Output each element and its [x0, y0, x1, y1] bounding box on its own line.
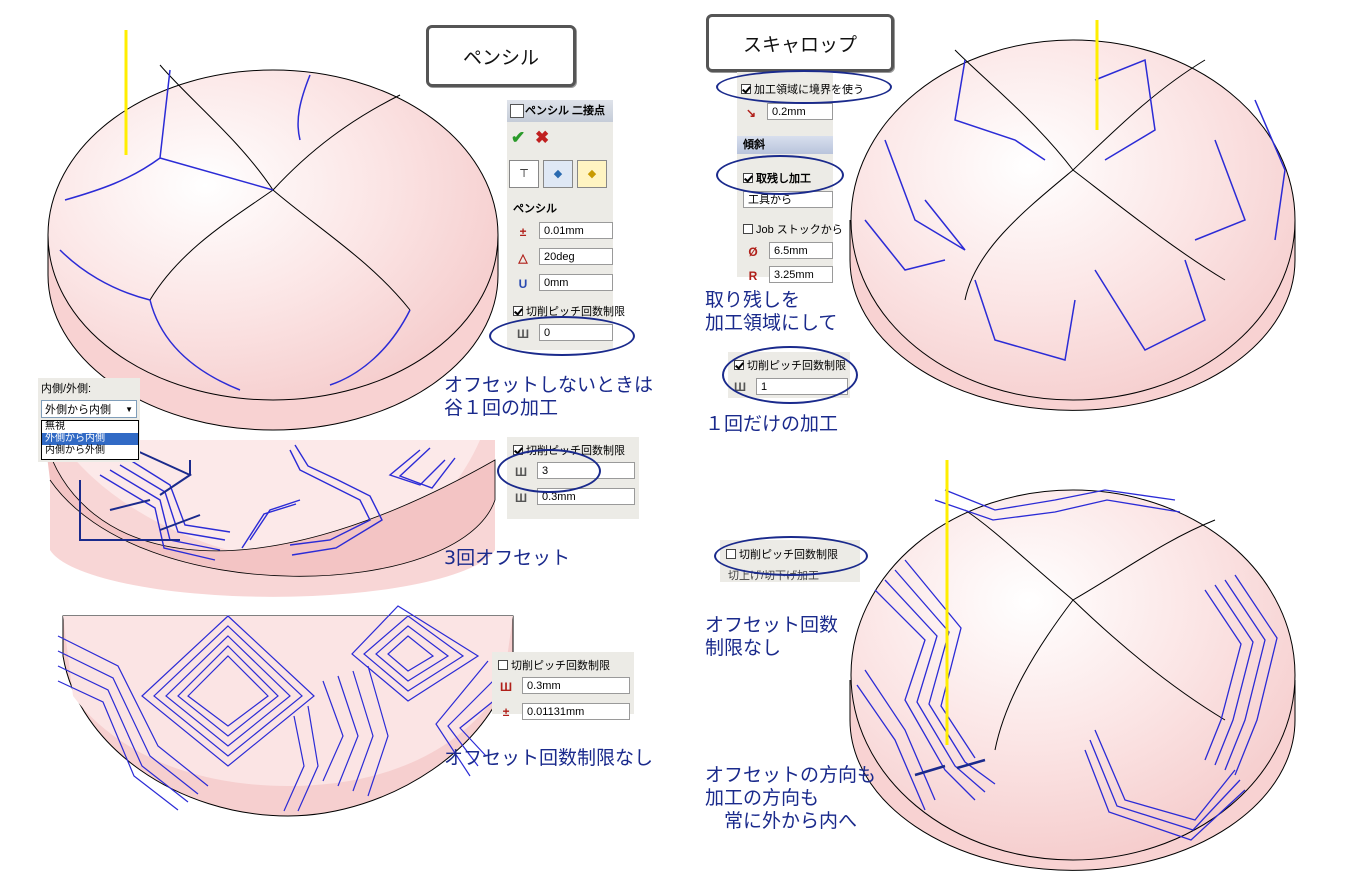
pencil-app-icon — [510, 104, 524, 118]
pencil-model-bottom — [57, 605, 514, 817]
boundary-value-field[interactable]: 0.2mm — [767, 103, 833, 120]
pencil-window-title: ペンシル 二接点 — [507, 100, 613, 122]
check-icon[interactable]: ✔ — [511, 128, 526, 147]
job-stock-checkbox[interactable] — [743, 224, 753, 234]
scallop-note-4: オフセットの方向も 加工の方向も 常に外から内へ — [705, 764, 877, 832]
tolerance-icon: ± — [502, 705, 510, 719]
boundary-highlight — [716, 70, 892, 104]
pencil-tolerance-field[interactable]: 0.01mm — [539, 222, 613, 239]
pencil-tab-1[interactable]: ⊤ — [509, 160, 539, 188]
pencil-panel-3: 切削ピッチ回数制限 Ш 0.3mm ± 0.01131mm — [492, 652, 634, 720]
pencil-angle-field[interactable]: 20deg — [539, 248, 613, 265]
scallop-limit-highlight — [722, 346, 858, 404]
pencil-note-1: オフセットしないときは 谷１回の加工 — [444, 374, 654, 419]
pitch-distance-icon: Ш — [514, 491, 528, 505]
direction-option-ignore[interactable]: 無視 — [45, 421, 65, 432]
radius-field[interactable]: 3.25mm — [769, 266, 833, 283]
scallop-model-bottom — [849, 460, 1296, 871]
direction-select[interactable]: 外側から内側 ▼ — [41, 400, 137, 418]
pencil-tab-2[interactable]: ◆ — [543, 160, 573, 188]
direction-selected: 外側から内側 — [45, 404, 111, 416]
pencil-offset-field[interactable]: 0mm — [539, 274, 613, 291]
direction-options[interactable]: 無視 外側から内側 内側から外側 — [41, 420, 139, 460]
pitch-distance-icon: Ш — [499, 680, 513, 694]
scallop-note-2: １回だけの加工 — [705, 413, 839, 435]
pencil-limit-checkbox[interactable] — [513, 306, 523, 316]
scallop-note-3: オフセット回数 制限なし — [705, 614, 839, 659]
tolerance-icon: ± — [519, 225, 527, 239]
angle-icon: △ — [518, 251, 528, 265]
boundary-offset-icon: ↘ — [745, 106, 757, 120]
pencil-section-header: ペンシル — [507, 200, 613, 218]
x-icon[interactable]: ✖ — [535, 128, 550, 147]
tool-diameter-icon: Ø — [748, 245, 758, 259]
pencil-title-text: ペンシル — [462, 46, 539, 69]
panel3-limit-label: 切削ピッチ回数制限 — [511, 660, 610, 672]
panel2-count-highlight — [497, 449, 601, 493]
direction-option-inside-out[interactable]: 内側から外側 — [45, 445, 105, 456]
panel3-value2-field[interactable]: 0.01131mm — [522, 703, 630, 720]
scallop-panel2-highlight — [714, 536, 868, 576]
rest-highlight — [716, 155, 844, 195]
scallop-note-1: 取り残しを 加工領域にして — [705, 289, 838, 334]
job-stock-label: Job ストックから — [756, 224, 843, 236]
offset-direction-dropdown-panel: 内側/外側: 外側から内側 ▼ 無視 外側から内側 内側から外側 — [38, 378, 140, 462]
pencil-model-middle — [44, 439, 496, 597]
panel3-limit-checkbox[interactable] — [498, 660, 508, 670]
pencil-tab-3[interactable]: ◆ — [577, 160, 607, 188]
direction-option-outside-in[interactable]: 外側から内側 — [42, 433, 138, 445]
scallop-title: スキャロップ — [706, 14, 894, 72]
pencil-note-3: オフセット回数制限なし — [444, 747, 654, 769]
tool-radius-icon: R — [748, 269, 758, 283]
panel3-pitch-field[interactable]: 0.3mm — [522, 677, 630, 694]
chevron-down-icon: ▼ — [125, 405, 133, 414]
pencil-model-top — [47, 30, 499, 431]
scallop-title-text: スキャロップ — [742, 33, 857, 56]
panel3-limit-row[interactable]: 切削ピッチ回数制限 — [498, 657, 610, 673]
pencil-limit-highlight — [489, 316, 635, 356]
pencil-panel: ペンシル 二接点 ✔ ✖ ⊤ ◆ ◆ ペンシル ± 0.01mm △ 20deg… — [507, 100, 625, 350]
direction-label: 内側/外側: — [41, 383, 92, 395]
job-stock-row[interactable]: Job ストックから — [743, 221, 843, 237]
pencil-title: ペンシル — [426, 25, 576, 87]
scallop-model-top — [849, 20, 1296, 411]
slope-section-header: 傾斜 — [737, 136, 833, 154]
pencil-note-2: 3回オフセット — [444, 547, 571, 569]
offset-icon: U — [518, 277, 528, 291]
pencil-limit-row[interactable]: 切削ピッチ回数制限 — [513, 303, 625, 319]
diameter-field[interactable]: 6.5mm — [769, 242, 833, 259]
pencil-limit-label: 切削ピッチ回数制限 — [526, 306, 625, 318]
